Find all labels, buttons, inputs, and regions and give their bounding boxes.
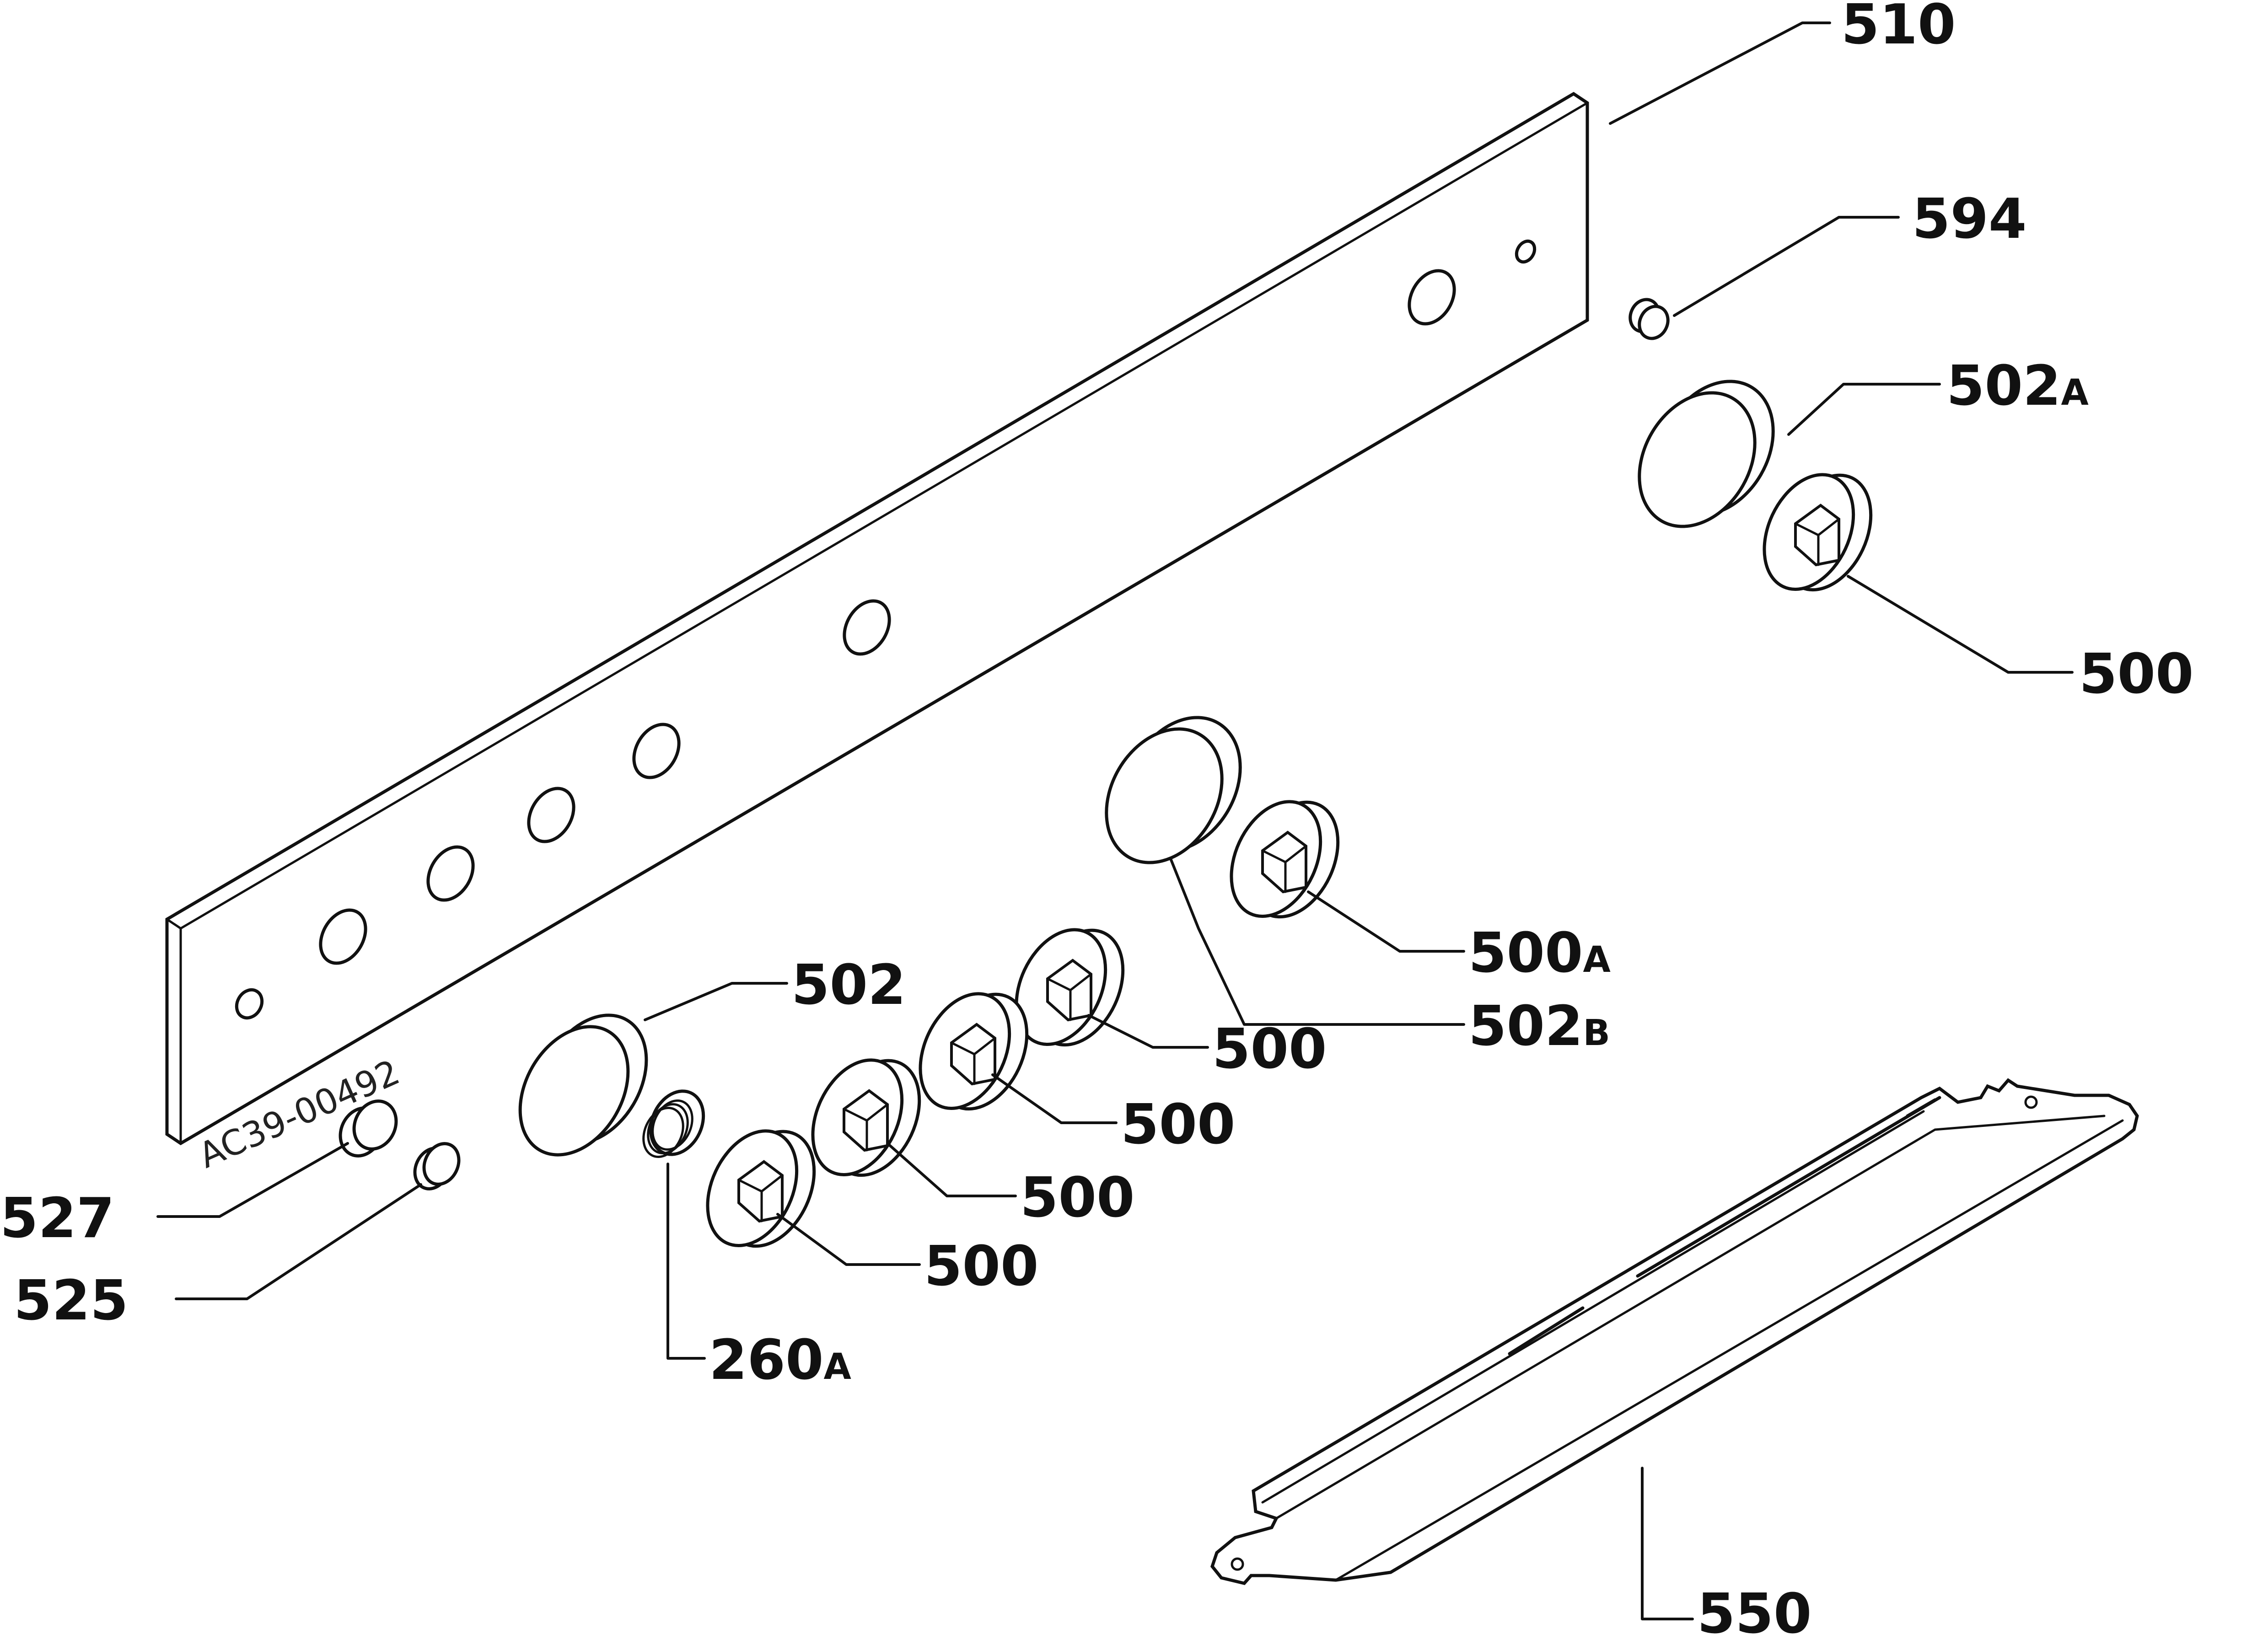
knob-500-2 [811, 1058, 921, 1177]
label-500-right: 500 [2079, 643, 2194, 706]
label-525: 525 [14, 1269, 129, 1333]
part-502b-bezel [1105, 716, 1242, 864]
label-500-4: 500 [1212, 1018, 1327, 1081]
panel-holes [235, 239, 1537, 1020]
label-500-1: 500 [924, 1235, 1039, 1298]
label-502b: 502B [1468, 995, 1610, 1058]
control-panel [165, 91, 1589, 1146]
part-502-bezel [518, 1013, 648, 1157]
label-500-3: 500 [1121, 1093, 1236, 1157]
part-260a-spring [642, 1089, 705, 1158]
leader-lines [156, 21, 2074, 1620]
part-labels: 510 594 502A 500 500A 502B 502 500 500 5… [0, 0, 2194, 1635]
label-260a: 260A [709, 1329, 851, 1392]
label-510: 510 [1841, 0, 1956, 57]
label-500-2: 500 [1020, 1166, 1135, 1230]
part-527-bushing [339, 1099, 398, 1158]
knob-500a [1230, 800, 1340, 919]
knob-500-1 [706, 1129, 816, 1248]
label-527: 527 [0, 1187, 115, 1250]
label-550: 550 [1697, 1582, 1812, 1635]
part-525-cap [413, 1142, 461, 1190]
knob-500-4 [1015, 928, 1125, 1047]
part-502a-bezel [1638, 380, 1775, 528]
knobs [706, 473, 1873, 1248]
label-502: 502 [791, 954, 906, 1017]
label-594: 594 [1912, 188, 2027, 251]
label-502a: 502A [1946, 354, 2089, 418]
part-594-screw [1628, 298, 1670, 340]
part-550-trim-rail [1210, 1078, 2139, 1585]
label-500a: 500A [1468, 922, 1611, 985]
knob-500-3 [919, 992, 1029, 1111]
knob-500-right [1763, 473, 1873, 592]
